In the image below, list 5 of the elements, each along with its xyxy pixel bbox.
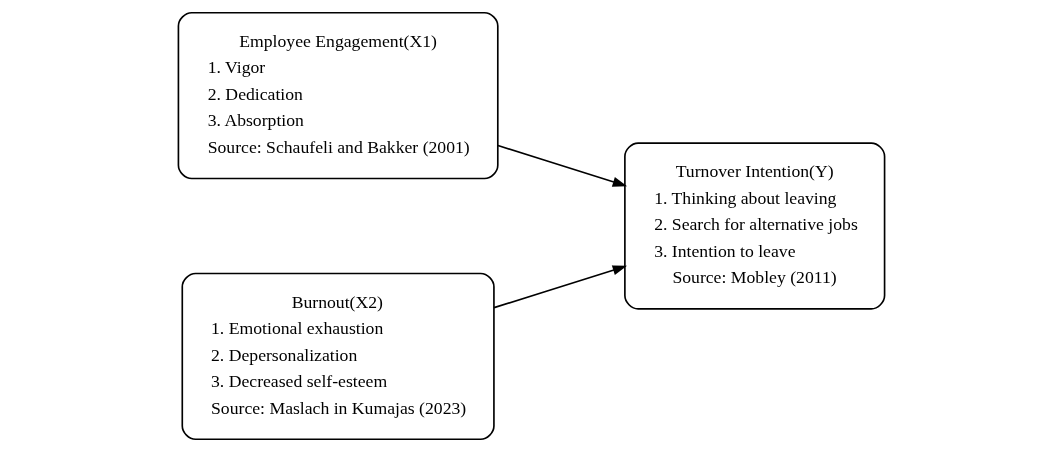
arrow xyxy=(493,265,628,309)
node-box: Employee Engagement(X1) 1. Vigor 2. Dedication 3. Absorption Source: Schaufeli and Bakker (2001) xyxy=(177,11,499,180)
node-box: Burnout(X2) 1. Emotional exhaustion 2. Depersonalization 3. Decreased self-esteem Source: Maslach in Kumajas (2023) xyxy=(181,272,495,441)
arrow xyxy=(497,144,628,187)
node-box: Turnover Intention(Y) 1. Thinking about leaving 2. Search for alternative jobs 3. Intention to leave Source: Mobley (2011) xyxy=(624,142,886,310)
